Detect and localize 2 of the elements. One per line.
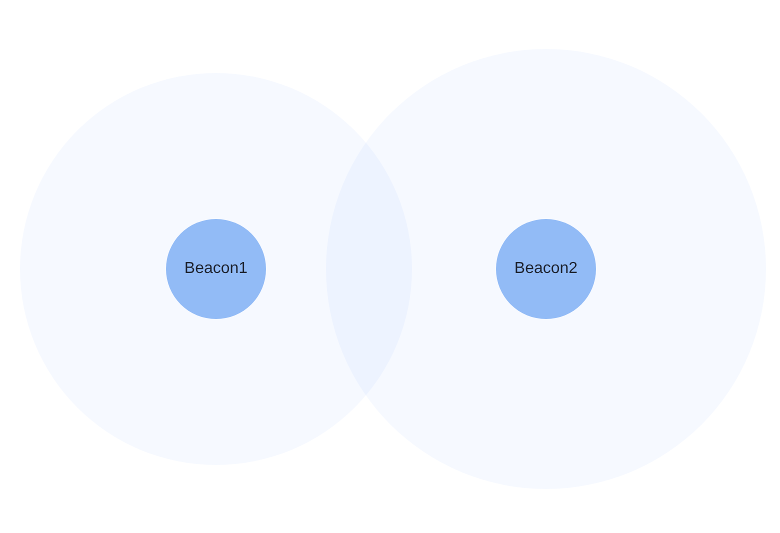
beacon-label: Beacon1 bbox=[184, 260, 248, 278]
beacon-label: Beacon2 bbox=[514, 260, 578, 278]
